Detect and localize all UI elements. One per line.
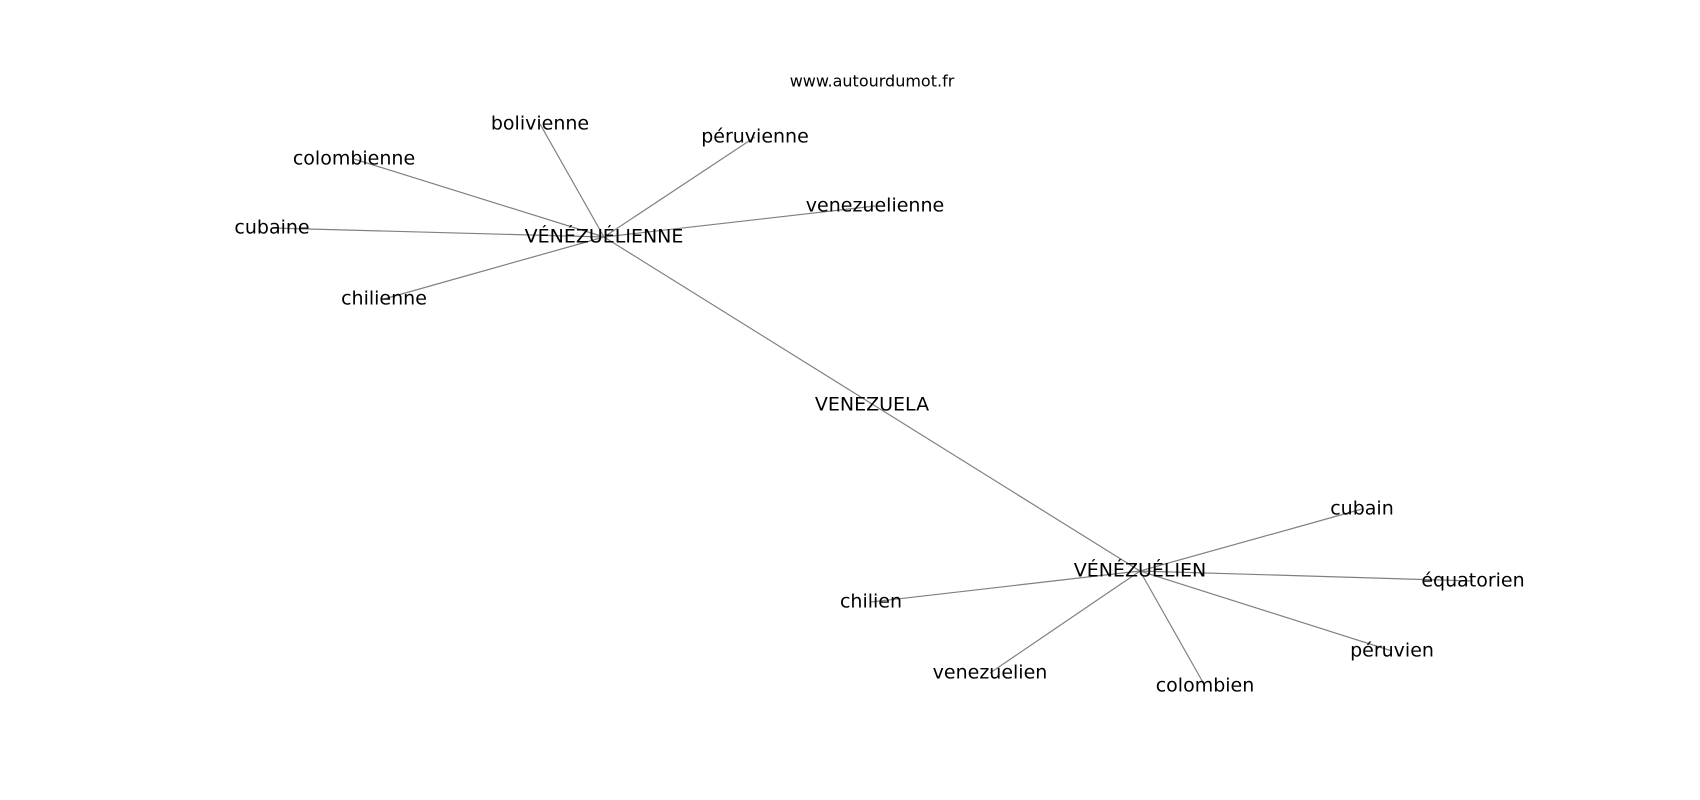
edge-venezuelienne-hub-bolivienne <box>539 123 605 238</box>
edge-venezuelien-hub-equatorien <box>1139 570 1474 582</box>
edges-layer <box>271 123 1474 687</box>
node-label-venezuelien-hub[interactable]: VÉNÉZUÉLIEN <box>1074 559 1207 582</box>
node-label-venezuelienne[interactable]: venezuelienne <box>806 195 944 217</box>
node-label-cubain[interactable]: cubain <box>1330 498 1394 520</box>
edge-venezuelien-hub-colombien <box>1139 570 1206 687</box>
node-label-colombienne[interactable]: colombienne <box>293 148 415 170</box>
node-label-chilien[interactable]: chilien <box>840 591 902 613</box>
node-label-venezuela[interactable]: VENEZUELA <box>815 394 929 416</box>
node-label-peruvienne[interactable]: péruvienne <box>701 126 809 148</box>
node-label-venezuelienne-hub[interactable]: VÉNÉZUÉLIENNE <box>525 225 684 248</box>
node-label-colombien[interactable]: colombien <box>1156 675 1255 697</box>
edge-venezuelienne-hub-colombienne <box>353 158 605 238</box>
node-label-cubaine[interactable]: cubaine <box>234 217 309 239</box>
edge-venezuelien-hub-cubain <box>1139 508 1363 572</box>
node-label-bolivienne[interactable]: bolivienne <box>491 113 589 135</box>
edge-venezuelienne-hub-chilienne <box>383 236 605 300</box>
labels-layer: www.autourdumot.fr VENEZUELA VÉNÉZUÉLIENN… <box>234 72 1524 697</box>
watermark-text: www.autourdumot.fr <box>790 72 955 91</box>
node-label-equatorien[interactable]: équatorien <box>1421 570 1524 592</box>
edge-venezuelienne-hub-cubaine <box>271 227 605 238</box>
edge-venezuelienne-hub-venezuelienne <box>603 205 876 238</box>
edge-venezuelienne-hub-venezuelien-hub <box>603 236 1141 572</box>
node-label-chilienne[interactable]: chilienne <box>341 288 427 310</box>
node-label-peruvien[interactable]: péruvien <box>1350 640 1434 662</box>
node-label-venezuelien[interactable]: venezuelien <box>933 662 1048 684</box>
edge-venezuelien-hub-peruvien <box>1139 570 1393 652</box>
edge-venezuelien-hub-venezuelien <box>989 570 1141 674</box>
edge-venezuelienne-hub-peruvienne <box>603 136 756 238</box>
edge-venezuelien-hub-chilien <box>870 570 1141 603</box>
